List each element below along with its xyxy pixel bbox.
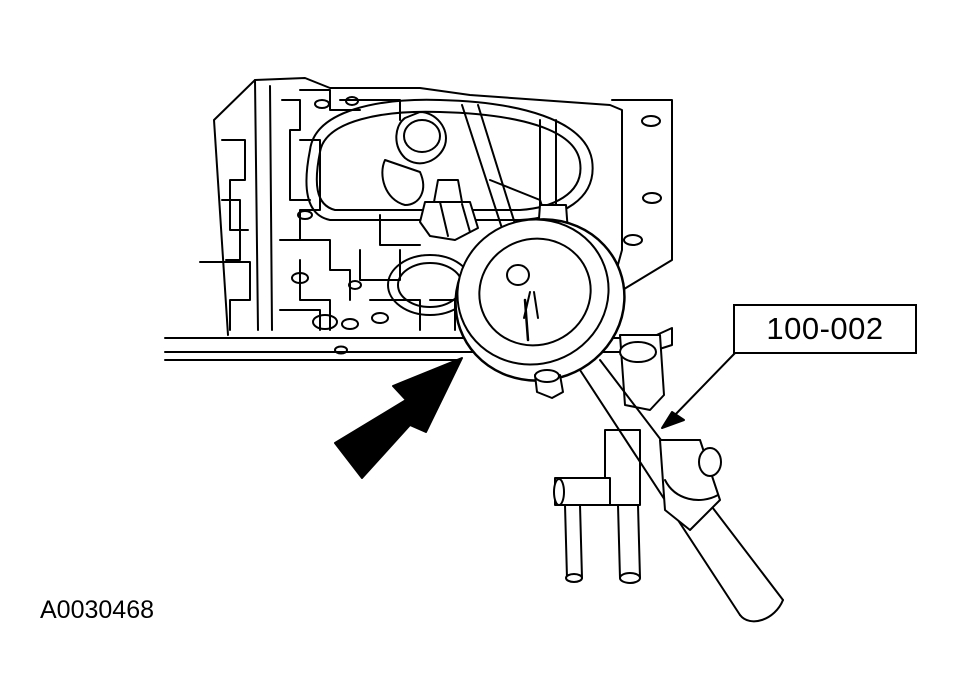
tool-callout-label: 100-002 [733,304,917,354]
valve-body-housing [164,77,673,361]
hex-fitting [381,111,479,241]
callout-leader [661,351,737,429]
tool-number-text: 100-002 [766,311,884,346]
figure-id: A0030468 [40,596,155,624]
direction-arrow-icon [334,357,463,479]
indicator-rod [579,359,784,623]
upper-bore [305,98,594,221]
dial-indicator [454,204,626,399]
